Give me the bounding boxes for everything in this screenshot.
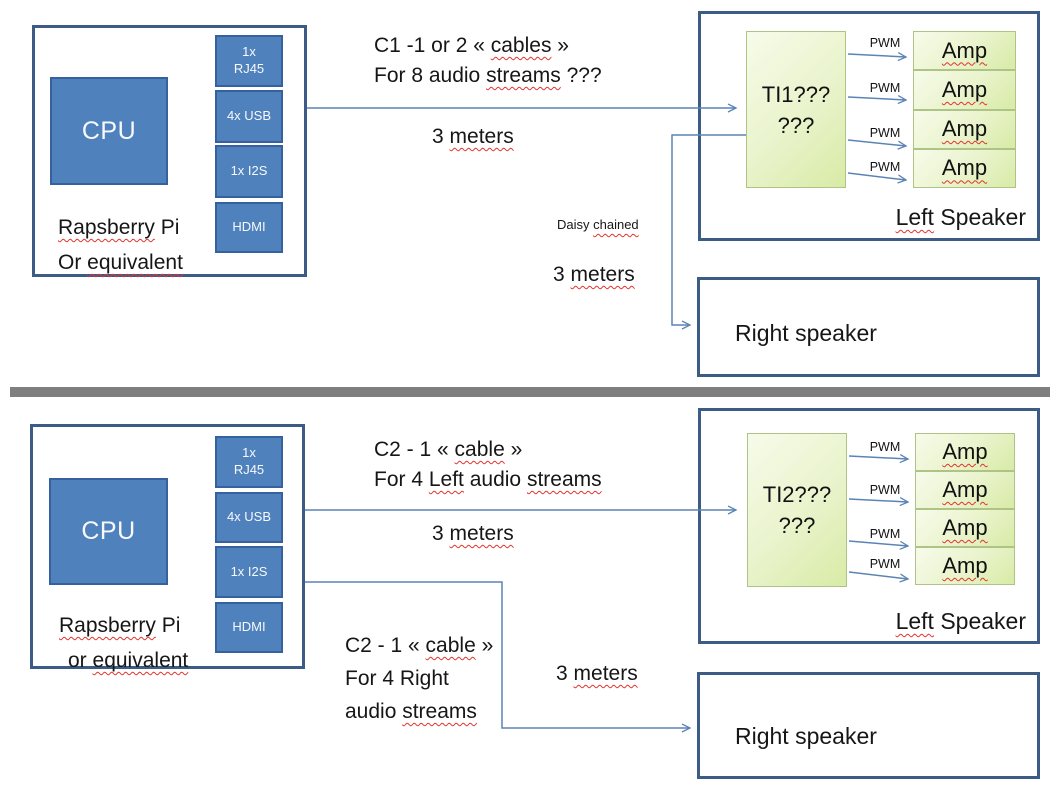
- right-speaker-label-1: Right speaker: [735, 320, 877, 346]
- port-usb-label-1: 4x USB: [226, 108, 272, 124]
- ti1-label-line2: ???: [777, 112, 815, 138]
- amp-label-b1: Amp: [942, 439, 988, 464]
- c1-distance-label: 3 meters: [432, 125, 514, 148]
- pwm-label-b2: PWM: [869, 483, 901, 497]
- section-divider: [10, 387, 1050, 397]
- c2-left-cable-note: C2 - 1 « cable » For 4 Left audio stream…: [374, 435, 602, 495]
- c1-cable-note-line2: For 8 audio streams ???: [374, 64, 602, 87]
- ti2-chip: TI2??? ???: [747, 433, 847, 587]
- amp-box-t4: Amp: [913, 148, 1016, 188]
- pwm-label-b3: PWM: [869, 527, 901, 541]
- amp-box-b4: Amp: [915, 547, 1015, 585]
- cpu-box-2: CPU: [49, 478, 168, 585]
- right-speaker-label-2: Right speaker: [735, 723, 877, 749]
- amp-box-t1: Amp: [913, 31, 1016, 71]
- amp-label-t4: Amp: [941, 155, 988, 181]
- cpu-label-1: CPU: [81, 116, 137, 145]
- c1-cable-note: C1 -1 or 2 « cables » For 8 audio stream…: [374, 31, 602, 91]
- c2-right-note-line3: audio streams: [345, 700, 477, 723]
- daisy-distance-label: 3 meters: [553, 263, 635, 286]
- c2-right-cable-note: C2 - 1 « cable » For 4 Right audio strea…: [345, 629, 493, 728]
- pwm-label-t3: PWM: [869, 126, 901, 140]
- pi-caption-2: Rapsberry Pi or equivalent: [59, 608, 188, 678]
- pi-caption-1-line1: Rapsberry Pi: [58, 216, 180, 239]
- amp-label-b3: Amp: [942, 515, 988, 540]
- port-hdmi-2: HDMI: [215, 602, 283, 653]
- pi-caption-1: Rapsberry Pi Or equivalent: [58, 210, 183, 280]
- pwm-label-t1: PWM: [869, 36, 901, 50]
- cpu-label-2: CPU: [81, 517, 136, 545]
- right-speaker-unit-1: Right speaker: [697, 277, 1040, 377]
- port-rj45-label-2: 1x RJ45: [233, 445, 265, 477]
- port-i2s-1: 1x I2S: [215, 145, 283, 198]
- left-speaker-unit-1: TI1??? ??? PWM PWM PWM PWM Amp Amp Amp A…: [698, 11, 1040, 241]
- amp-box-t2: Amp: [913, 70, 1016, 110]
- pwm-label-t2: PWM: [869, 81, 901, 95]
- ti2-label-line2: ???: [778, 513, 816, 538]
- port-usb-1: 4x USB: [215, 90, 283, 143]
- raspberry-pi-unit-2: CPU 1x RJ45 4x USB 1x I2S HDMI Rapsberry…: [30, 424, 305, 672]
- daisy-chained-label: Daisy chained: [557, 217, 639, 232]
- port-i2s-label-1: 1x I2S: [230, 163, 268, 179]
- pwm-label-b1: PWM: [869, 440, 901, 454]
- c2-left-note-line1: C2 - 1 « cable »: [374, 438, 523, 461]
- c2-right-distance-label: 3 meters: [556, 662, 638, 685]
- port-rj45-label-1: 1x RJ45: [233, 44, 265, 76]
- port-i2s-label-2: 1x I2S: [230, 563, 268, 579]
- amp-label-t1: Amp: [941, 37, 988, 63]
- pi-caption-2-line2: or equivalent: [68, 649, 189, 672]
- left-speaker-unit-2: TI2??? ??? PWM PWM PWM PWM Amp Amp Amp A…: [698, 408, 1040, 644]
- ti1-chip: TI1??? ???: [746, 31, 846, 188]
- port-rj45-2: 1x RJ45: [215, 436, 283, 488]
- port-hdmi-label-1: HDMI: [232, 219, 266, 235]
- c2-left-note-line2: For 4 Left audio streams: [374, 468, 602, 491]
- pi-caption-1-line2: Or equivalent: [58, 251, 183, 274]
- amp-box-b3: Amp: [915, 509, 1015, 547]
- ti1-label-line1: TI1???: [761, 81, 831, 107]
- cpu-box-1: CPU: [50, 77, 168, 185]
- ti2-label-line1: TI2???: [762, 482, 832, 507]
- right-speaker-unit-2: Right speaker: [697, 672, 1040, 779]
- port-hdmi-label-2: HDMI: [232, 619, 266, 635]
- amp-stack-1: Amp Amp Amp Amp: [913, 31, 1016, 188]
- port-hdmi-1: HDMI: [215, 202, 283, 253]
- port-usb-label-2: 4x USB: [226, 509, 272, 525]
- amp-label-t2: Amp: [941, 76, 988, 102]
- amp-label-b4: Amp: [942, 553, 988, 578]
- amp-label-b2: Amp: [942, 477, 988, 502]
- raspberry-pi-unit-1: CPU 1x RJ45 4x USB 1x I2S HDMI Rapsberry…: [32, 25, 307, 277]
- port-i2s-2: 1x I2S: [215, 546, 283, 598]
- amp-box-b2: Amp: [915, 471, 1015, 509]
- amp-label-t3: Amp: [941, 116, 988, 142]
- c2-left-distance-label: 3 meters: [432, 522, 514, 545]
- pwm-label-t4: PWM: [869, 160, 901, 174]
- port-rj45-1: 1x RJ45: [215, 35, 283, 87]
- pi-caption-2-line1: Rapsberry Pi: [59, 614, 181, 637]
- amp-box-t3: Amp: [913, 109, 1016, 149]
- pwm-label-b4: PWM: [869, 557, 901, 571]
- amp-box-b1: Amp: [915, 433, 1015, 471]
- amp-stack-2: Amp Amp Amp Amp: [915, 433, 1015, 585]
- c2-right-note-line1: C2 - 1 « cable »: [345, 634, 494, 657]
- left-speaker-label-2: Left Speaker: [895, 608, 1026, 634]
- c2-right-note-line2: For 4 Right: [345, 667, 449, 690]
- port-usb-2: 4x USB: [215, 492, 283, 543]
- left-speaker-label-1: Left Speaker: [895, 204, 1026, 230]
- c1-cable-note-line1: C1 -1 or 2 « cables »: [374, 34, 569, 57]
